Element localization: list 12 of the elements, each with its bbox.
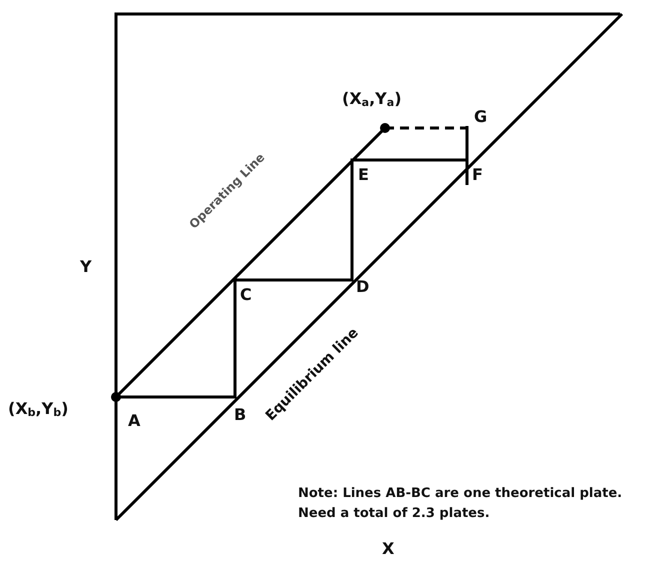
note-text: Note: Lines AB-BC are one theoretical plate. Need a total of 2.3 plates. bbox=[298, 485, 624, 523]
point-letter: F bbox=[472, 166, 483, 184]
point-label: (X$_{b}$,Y$_{b}$) bbox=[8, 400, 68, 421]
point-letter: G bbox=[474, 108, 488, 126]
point-letter: A bbox=[128, 412, 140, 430]
point-letter: C bbox=[240, 286, 252, 304]
point-letter: B bbox=[234, 406, 246, 424]
point-letter: E bbox=[358, 166, 369, 184]
axis-title: Y bbox=[80, 258, 92, 276]
axis-title: X bbox=[382, 540, 394, 558]
point-label: (X$_{a}$,Y$_{a}$) bbox=[342, 90, 402, 111]
point-letter: D bbox=[356, 278, 370, 296]
